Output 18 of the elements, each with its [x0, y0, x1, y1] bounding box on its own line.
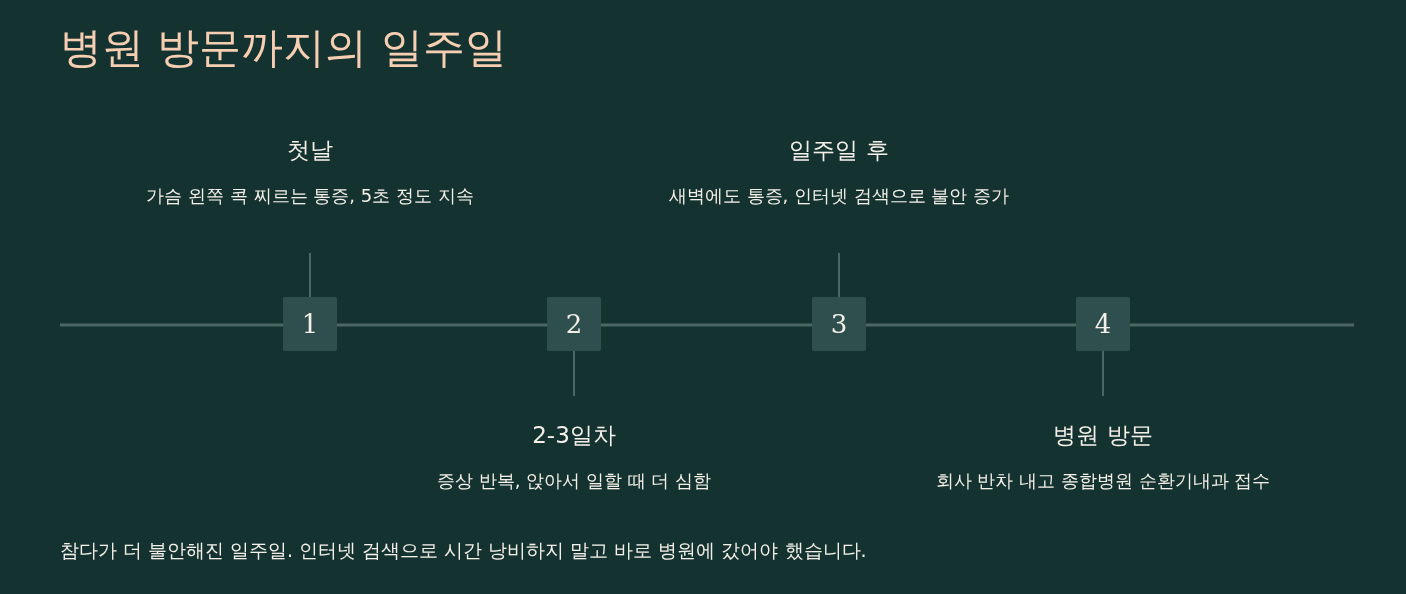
event-heading: 일주일 후 — [788, 136, 890, 165]
event-description: 회사 반차 내고 종합병원 순환기내과 접수 — [934, 469, 1272, 493]
step-number-box: 3 — [812, 297, 866, 351]
title: 병원 방문까지의 일주일 — [60, 22, 507, 74]
event-description: 새벽에도 통증, 인터넷 검색으로 불안 증가 — [667, 184, 1011, 208]
event-heading: 2-3일차 — [531, 421, 617, 450]
connector-line — [309, 252, 311, 298]
event-description: 증상 반복, 앉아서 일할 때 더 심함 — [435, 469, 713, 493]
step-number-box: 1 — [283, 297, 337, 351]
connector-line — [838, 252, 840, 298]
event-description: 가슴 왼쪽 콕 찌르는 통증, 5초 정도 지속 — [145, 184, 475, 208]
event-heading: 첫날 — [286, 136, 334, 165]
event-heading: 병원 방문 — [1052, 421, 1154, 450]
connector-line — [1102, 350, 1104, 397]
connector-line — [573, 350, 575, 397]
caption: 참다가 더 불안해진 일주일. 인터넷 검색으로 시간 낭비하지 말고 바로 병원에 갔어야 했습니다. — [60, 538, 867, 563]
step-number-box: 2 — [547, 297, 601, 351]
step-number-box: 4 — [1076, 297, 1130, 351]
